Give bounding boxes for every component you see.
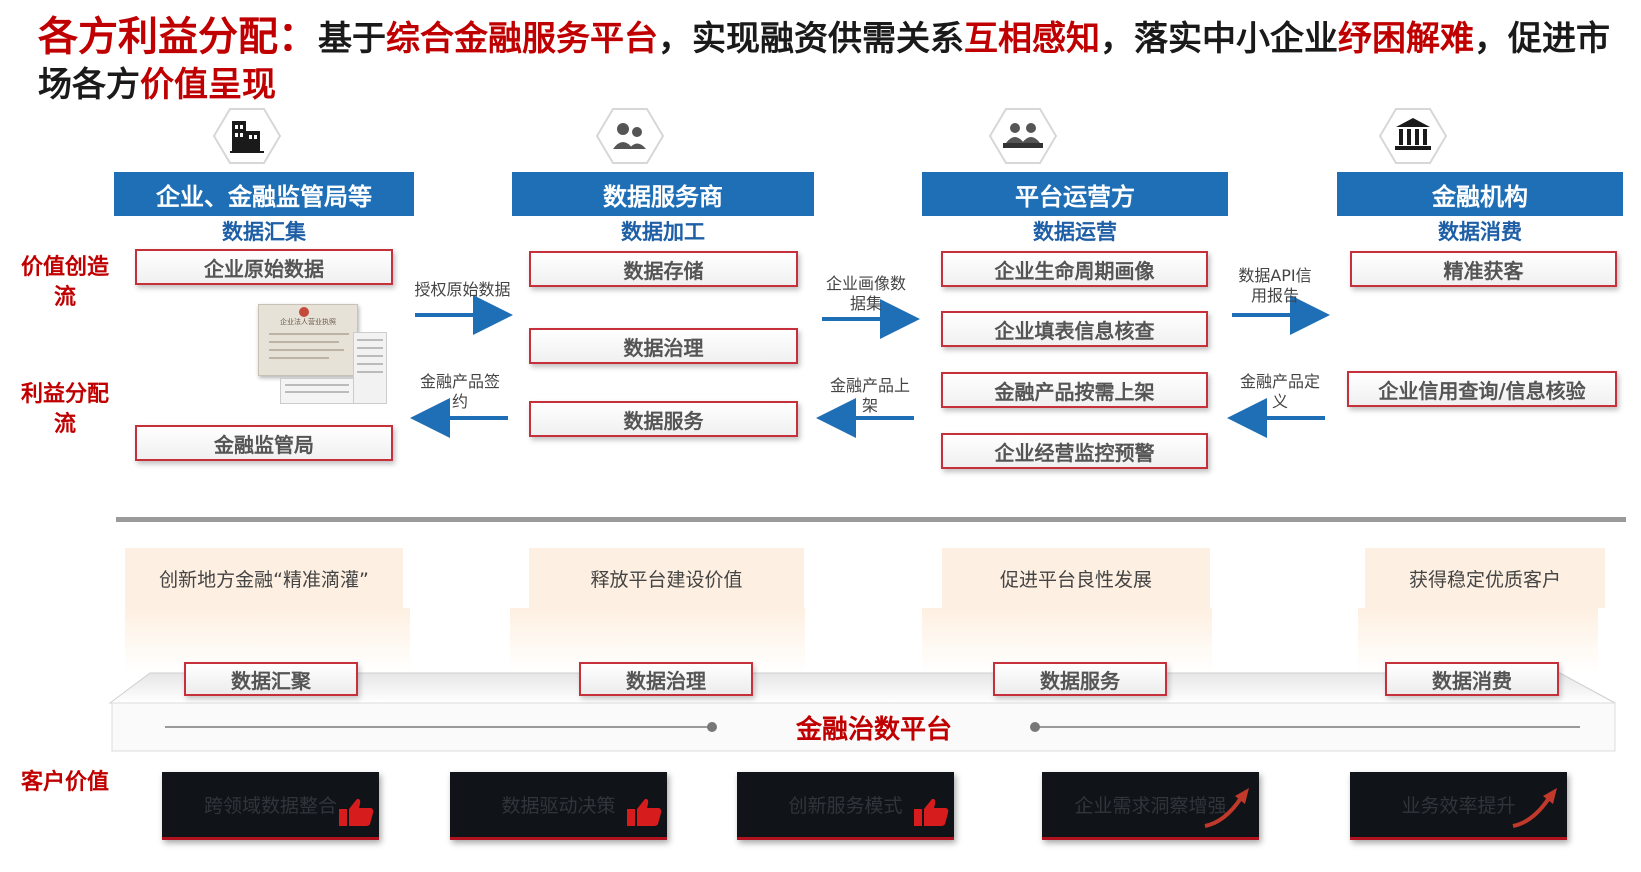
- platform-title: 金融治数平台: [795, 715, 952, 745]
- column-header-platform-operator: 平台运营方: [922, 172, 1228, 216]
- box-credit-query-verification: 企业信用查询/信息核验: [1347, 371, 1617, 407]
- bank-icon: [1378, 105, 1448, 167]
- platform-stage-aggregation: 数据汇聚: [184, 662, 358, 696]
- trend-arrow-icon: [1511, 784, 1563, 833]
- title-seg: ，实现融资供需关系: [658, 19, 964, 59]
- license-title: 企业法人营业执照: [280, 318, 336, 326]
- arrow-label-product-listing: 金融产品上架: [830, 376, 911, 415]
- trend-arrow-icon: [1203, 784, 1255, 833]
- operators-icon: [988, 105, 1058, 167]
- glow-beam-2: [510, 608, 805, 672]
- column-sub-data-provider: 数据加工: [621, 220, 705, 244]
- value-local-finance: 创新地方金融“精准滴灌”: [125, 548, 403, 608]
- people-icon: [595, 105, 665, 167]
- title-seg: ，落实中小企业: [1100, 19, 1338, 59]
- customer-card-text: 业务效率提升: [1401, 795, 1516, 817]
- platform-dot-right: [1030, 722, 1040, 732]
- column-sub-platform-operator: 数据运营: [1033, 220, 1117, 244]
- box-data-governance: 数据治理: [529, 328, 798, 364]
- customer-card-text: 数据驱动决策: [501, 795, 616, 817]
- box-on-demand-product-listing: 金融产品按需上架: [941, 372, 1208, 408]
- value-platform-development: 促进平台良性发展: [942, 548, 1210, 608]
- box-operation-monitoring-alert: 企业经营监控预警: [941, 433, 1208, 469]
- customer-card: 业务效率提升: [1350, 772, 1567, 840]
- title-seg-highlight: 纾困解难: [1338, 19, 1474, 59]
- customer-card: 跨领域数据整合: [162, 772, 379, 840]
- title-seg-highlight: 互相感知: [964, 19, 1100, 59]
- box-raw-enterprise-data: 企业原始数据: [135, 249, 393, 285]
- customer-card-text: 跨领域数据整合: [203, 795, 337, 817]
- glow-beam-4: [1358, 608, 1598, 672]
- column-header-financial-institution: 金融机构: [1337, 172, 1623, 216]
- box-financial-regulator: 金融监管局: [135, 425, 393, 461]
- box-data-service: 数据服务: [529, 401, 798, 437]
- section-divider: [116, 517, 1626, 522]
- label-benefit-distribution: 利益分配流: [20, 382, 109, 437]
- platform-stage-consumption: 数据消费: [1385, 662, 1559, 696]
- arrow-label-authorize-raw-data: 授权原始数据: [414, 280, 511, 299]
- column-header-data-provider: 数据服务商: [512, 172, 814, 216]
- building-icon: [212, 105, 282, 167]
- title-seg-highlight: 价值呈现: [140, 65, 276, 105]
- arrow-label-product-definition: 金融产品定义: [1240, 372, 1321, 411]
- title-seg: 基于: [318, 19, 386, 59]
- arrow-label-api-credit-report: 数据API信用报告: [1238, 266, 1312, 305]
- label-value-creation: 价值创造流: [20, 255, 109, 310]
- box-data-storage: 数据存储: [529, 251, 798, 287]
- label-customer-value: 客户价值: [20, 770, 109, 795]
- page-title: 各方利益分配：基于综合金融服务平台，实现融资供需关系互相感知，落实中小企业纾困解…: [38, 14, 1618, 108]
- title-lead: 各方利益分配：: [38, 14, 318, 60]
- arrow-label-profile-dataset: 企业画像数据集: [826, 274, 907, 313]
- platform-stage-governance: 数据治理: [579, 662, 753, 696]
- thumbs-up-icon: [625, 796, 663, 833]
- box-form-info-verification: 企业填表信息核查: [941, 311, 1208, 347]
- customer-card: 创新服务模式: [737, 772, 954, 840]
- thumbs-up-icon: [337, 796, 375, 833]
- column-header-enterprise: 企业、金融监管局等: [114, 172, 414, 216]
- box-precise-customer-acquisition: 精准获客: [1350, 251, 1617, 287]
- arrow-label-product-signing: 金融产品签约: [420, 372, 501, 411]
- glow-beam-1: [125, 608, 410, 672]
- value-platform-construction: 释放平台建设价值: [529, 548, 804, 608]
- thumbs-up-icon: [912, 796, 950, 833]
- glow-beam-3: [922, 608, 1212, 672]
- customer-card-text: 创新服务模式: [788, 795, 903, 817]
- column-sub-enterprise: 数据汇集: [222, 220, 306, 244]
- title-seg: ，促进市场各方: [38, 19, 1610, 105]
- platform-dot-left: [707, 722, 717, 732]
- customer-card: 企业需求洞察增强: [1042, 772, 1259, 840]
- box-enterprise-lifecycle-profile: 企业生命周期画像: [941, 251, 1208, 287]
- column-sub-financial-institution: 数据消费: [1438, 220, 1522, 244]
- value-quality-customers: 获得稳定优质客户: [1365, 548, 1605, 608]
- business-license-image: 企业法人营业执照: [258, 304, 388, 404]
- platform-stage-service: 数据服务: [993, 662, 1167, 696]
- title-seg-highlight: 综合金融服务平台: [386, 19, 658, 59]
- customer-card: 数据驱动决策: [450, 772, 667, 840]
- customer-card-text: 企业需求洞察增强: [1074, 795, 1227, 817]
